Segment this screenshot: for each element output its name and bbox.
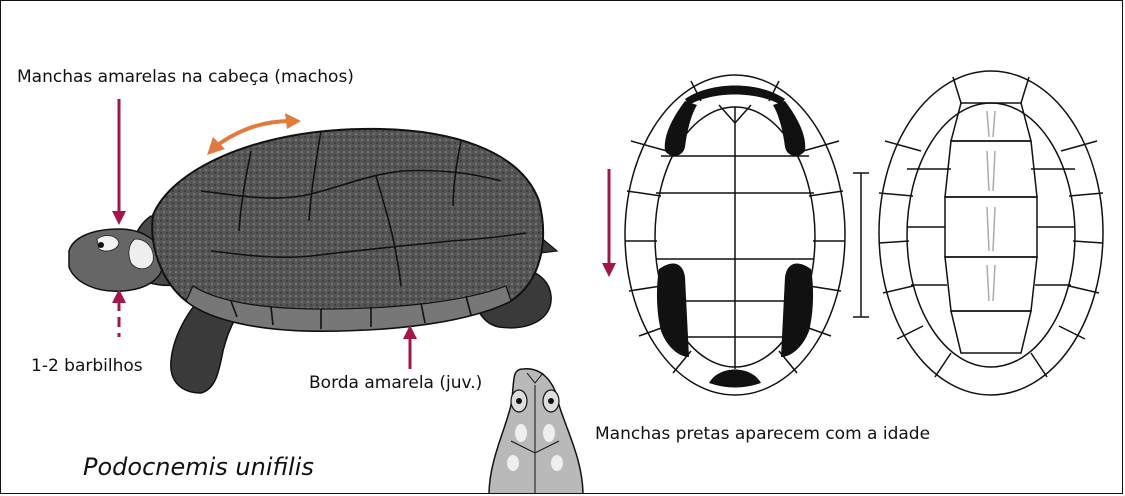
carapace-diagram (879, 71, 1103, 395)
border-arrow (403, 325, 417, 369)
barbels-label: 1-2 barbilhos (31, 358, 143, 375)
plastron-arrow (602, 169, 616, 277)
black-spots-label: Manchas pretas aparecem com a idade (595, 426, 930, 443)
head-spots-label: Manchas amarelas na cabeça (machos) (17, 69, 354, 86)
head-spots-arrow (112, 99, 126, 225)
species-name: Podocnemis unifilis (83, 453, 314, 481)
head-dorsal-diagram (489, 369, 583, 494)
border-label: Borda amarela (juv.) (309, 375, 482, 392)
plastron-diagram (625, 75, 845, 395)
turtle-eye (98, 242, 104, 248)
barbels-arrow (112, 289, 126, 337)
turtle-illustration (69, 129, 557, 393)
scale-bar (853, 173, 869, 317)
